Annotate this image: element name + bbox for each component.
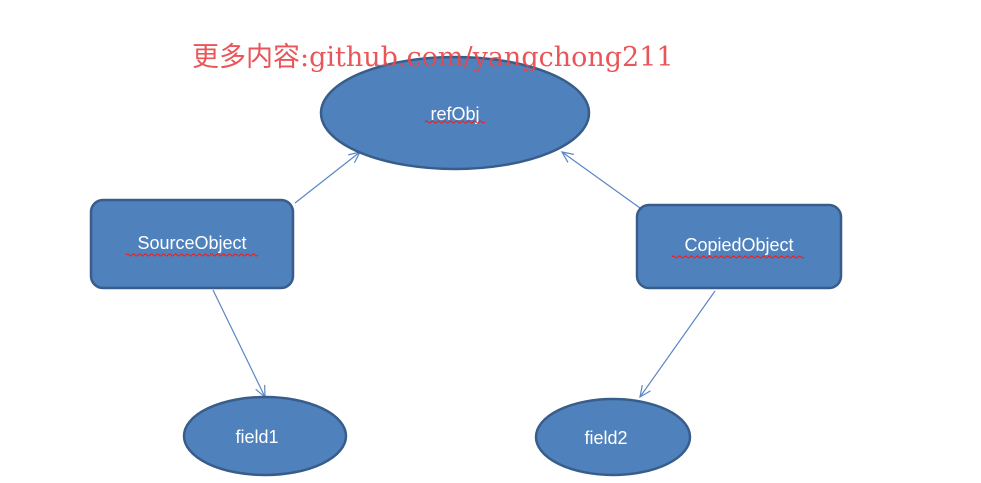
node-sourceobject-label: SourceObject (137, 233, 246, 253)
edges (212, 151, 716, 399)
edge-copiedobject-to-field2 (639, 290, 716, 399)
node-field1-shape (182, 395, 348, 477)
node-field2: field2 (534, 397, 692, 477)
node-copiedobject-label: CopiedObject (684, 235, 793, 255)
spellcheck-underline (125, 253, 259, 257)
edge-sourceobject-to-field1 (212, 289, 266, 399)
node-refobj-label: refObj (430, 104, 479, 124)
edge-copiedobject-to-refobj (560, 151, 641, 209)
spellcheck-underline (424, 120, 486, 124)
node-refobj: refObj (319, 55, 591, 171)
node-field1: field1 (182, 395, 348, 477)
node-field1-label: field1 (235, 427, 278, 447)
node-copiedobject-shape (635, 203, 843, 290)
watermark-text: 更多内容:github.com/yangchong211 (192, 42, 674, 73)
node-copiedobject: CopiedObject (635, 203, 843, 290)
node-field2-label: field2 (584, 428, 627, 448)
spellcheck-underline (671, 255, 805, 259)
edge-sourceobject-to-refobj (294, 151, 362, 204)
node-sourceobject: SourceObject (89, 198, 295, 290)
node-sourceobject-shape (89, 198, 295, 290)
node-field2-shape (534, 397, 692, 477)
node-refobj-shape (319, 55, 591, 171)
